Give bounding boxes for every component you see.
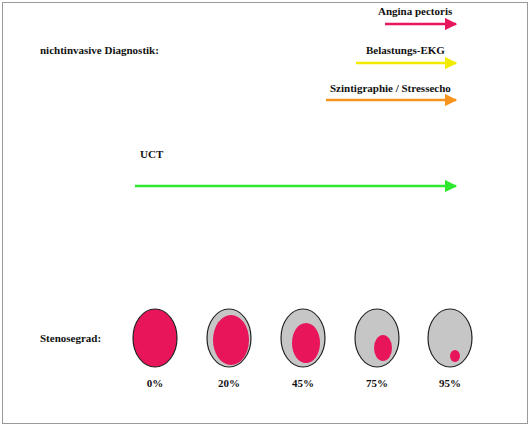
axis-label: Stenosegrad: <box>40 332 101 345</box>
symptom-label: Angina pectoris <box>378 5 452 18</box>
percent-label: 45% <box>292 377 314 390</box>
percent-label: 75% <box>366 377 388 390</box>
lumen-95 <box>450 350 460 362</box>
section-label: nichtinvasive Diagnostik: <box>40 44 159 57</box>
vessel-45 <box>281 309 325 367</box>
vessel-95 <box>428 309 472 367</box>
percent-label: 95% <box>439 377 461 390</box>
frame <box>3 3 528 424</box>
lumen-45 <box>292 323 320 363</box>
method-label: Szintigraphie / Stressecho <box>330 82 451 95</box>
scinti-arrow <box>326 99 456 102</box>
vessel-20 <box>207 309 251 367</box>
ekg-arrow <box>356 62 456 65</box>
angina-arrow <box>385 23 456 26</box>
percent-label: 0% <box>147 377 164 390</box>
vessel-75 <box>355 309 399 367</box>
method-label: Belastungs-EKG <box>366 44 445 57</box>
vessel-0 <box>133 309 177 367</box>
lumen-75 <box>374 335 392 361</box>
uct-arrow <box>135 185 456 188</box>
method-label: UCT <box>140 148 163 161</box>
stenosis-vessels <box>133 309 472 367</box>
percent-label: 20% <box>218 377 240 390</box>
lumen-20 <box>213 315 249 365</box>
